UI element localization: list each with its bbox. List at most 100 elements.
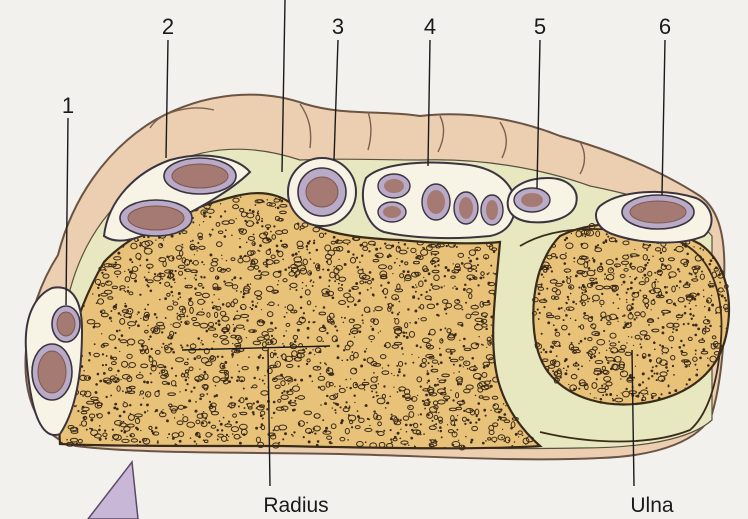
bone-texture-mark (338, 283, 340, 285)
bone-texture-mark (306, 363, 308, 365)
bone-texture-mark (347, 439, 349, 441)
bone-texture-mark (484, 316, 487, 319)
bone-texture-mark (697, 293, 700, 296)
bone-texture-mark (417, 395, 418, 396)
bone-texture-mark (278, 196, 280, 198)
bone-texture-mark (607, 362, 609, 364)
bone-texture-mark (113, 305, 116, 308)
bone-texture-mark (222, 258, 223, 259)
bone-texture-mark (702, 249, 704, 251)
bone-texture-mark (363, 358, 366, 361)
bone-texture-mark (188, 377, 189, 378)
bone-texture-mark (162, 409, 163, 410)
bone-texture-mark (246, 242, 248, 244)
bone-texture-mark (712, 257, 714, 259)
bone-texture-mark (119, 351, 120, 352)
bone-texture-mark (161, 411, 163, 413)
bone-texture-mark (320, 362, 322, 364)
bone-texture-mark (631, 303, 633, 305)
bone-texture-mark (689, 366, 691, 368)
bone-texture-mark (440, 361, 443, 364)
bone-texture-mark (291, 434, 293, 436)
bone-texture-mark (711, 303, 714, 306)
bone-texture-mark (584, 292, 585, 293)
bone-texture-mark (61, 442, 63, 444)
bone-texture-mark (182, 247, 183, 248)
bone-texture-mark (453, 245, 455, 247)
bone-texture-mark (139, 372, 141, 374)
bone-texture-mark (385, 407, 387, 409)
bone-texture-mark (168, 433, 170, 435)
bone-texture-mark (105, 364, 107, 366)
bone-texture-mark (407, 270, 410, 273)
bone-texture-mark (319, 276, 322, 279)
bone-texture-mark (240, 437, 241, 438)
bone-texture-mark (137, 324, 140, 327)
bone-texture-mark (396, 365, 398, 367)
bone-texture-mark (247, 284, 249, 286)
bone-texture-mark (602, 394, 604, 396)
bone-texture-mark (420, 386, 422, 388)
bone-texture-mark (420, 346, 422, 348)
bone-texture-mark (147, 394, 148, 395)
bone-texture-mark (192, 262, 194, 264)
bone-texture-mark (162, 278, 164, 280)
bone-texture-mark (206, 388, 208, 390)
bone-texture-mark (547, 321, 550, 324)
bone-texture-mark (209, 216, 211, 218)
bone-texture-mark (474, 365, 476, 367)
bone-texture-mark (467, 419, 470, 422)
bone-texture-mark (172, 437, 175, 440)
bone-texture-mark (322, 341, 324, 343)
bone-texture-mark (193, 357, 196, 360)
bone-texture-mark (231, 353, 234, 356)
bone-texture-mark (151, 430, 153, 432)
bone-texture-mark (567, 365, 569, 367)
bone-texture-mark (341, 317, 343, 319)
bone-texture-mark (695, 353, 696, 354)
bone-texture-mark (278, 271, 281, 274)
bone-texture-mark (152, 242, 154, 244)
bone-texture-mark (459, 269, 461, 271)
bone-texture-mark (641, 399, 644, 402)
bone-texture-mark (354, 336, 355, 337)
bone-texture-mark (709, 285, 712, 288)
bone-texture-mark (357, 410, 359, 412)
bone-texture-mark (172, 300, 174, 302)
bone-texture-mark (409, 407, 410, 408)
bone-texture-mark (570, 293, 572, 295)
bone-texture-mark (281, 392, 283, 394)
bone-texture-mark (438, 412, 439, 413)
bone-texture-mark (455, 287, 458, 290)
bone-texture-mark (661, 331, 664, 334)
bone-texture-mark (324, 402, 327, 405)
bone-texture-mark (680, 340, 682, 342)
bone-texture-mark (221, 429, 223, 431)
bone-texture-mark (609, 393, 612, 396)
bone-texture-mark (410, 437, 413, 440)
bone-texture-mark (393, 375, 394, 376)
bone-texture-mark (239, 255, 242, 258)
bone-texture-mark (333, 402, 335, 404)
bone-texture-mark (459, 404, 462, 407)
bone-texture-mark (476, 249, 477, 250)
bone-texture-mark (645, 387, 647, 389)
bone-texture-mark (584, 235, 586, 237)
bone-texture-mark (327, 369, 330, 372)
bone-texture-mark (636, 317, 638, 319)
bone-texture-mark (335, 412, 337, 414)
bone-texture-mark (295, 397, 297, 399)
bone-texture-mark (257, 212, 258, 213)
compartment-5 (508, 178, 577, 222)
bone-texture-mark (590, 356, 593, 359)
bone-texture-mark (642, 372, 645, 375)
bone-texture-mark (147, 325, 148, 326)
bone-texture-mark (83, 396, 84, 397)
bone-texture-mark (719, 282, 721, 284)
bone-texture-mark (223, 221, 224, 222)
bone-texture-mark (658, 397, 661, 400)
bone-texture-mark (331, 296, 334, 299)
bone-texture-mark (674, 249, 676, 251)
bone-texture-mark (115, 261, 117, 263)
bone-texture-mark (391, 373, 392, 374)
